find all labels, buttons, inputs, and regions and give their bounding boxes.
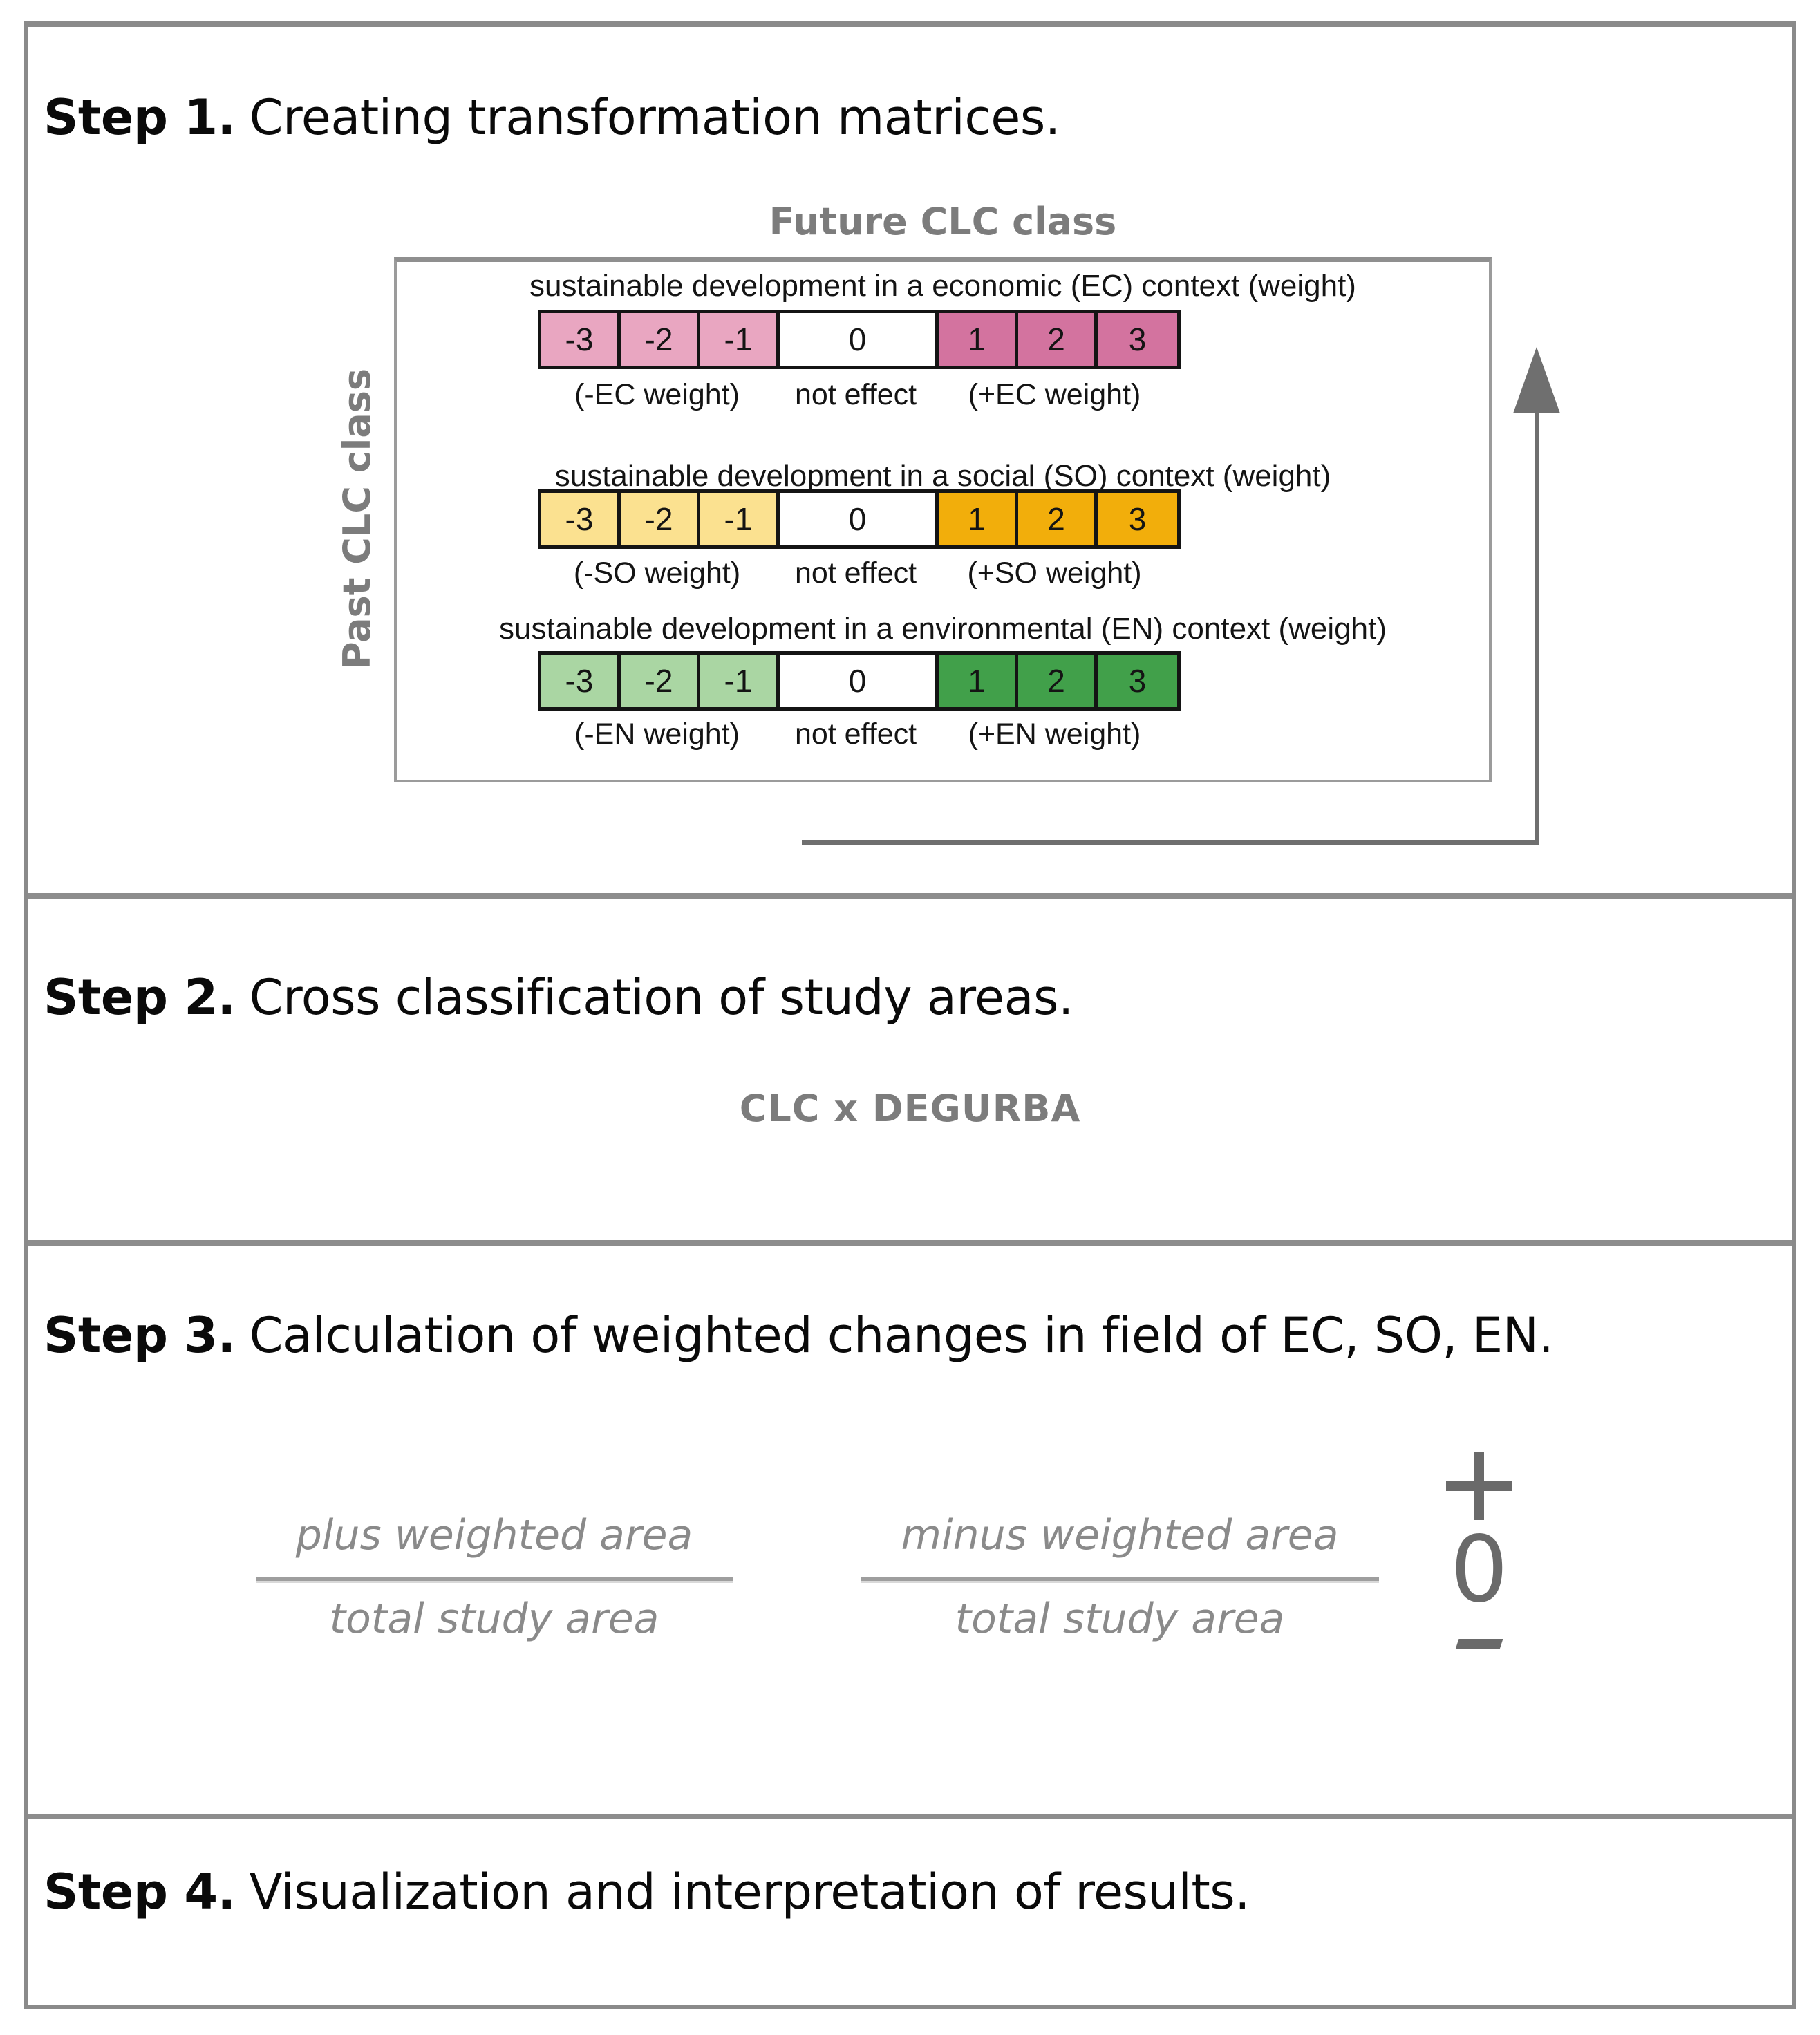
scale-cell: 2 bbox=[1018, 655, 1098, 707]
scale-cell: -1 bbox=[700, 655, 780, 707]
scale-cell: 3 bbox=[1098, 655, 1177, 707]
scale-cell: 3 bbox=[1098, 313, 1177, 366]
transformation-matrix-box: sustainable development in a economic (E… bbox=[394, 257, 1492, 782]
feedback-arrow-vertical bbox=[1535, 413, 1539, 845]
past-clc-axis-label: Past CLC class bbox=[335, 368, 379, 669]
cross-classification-formula: CLC x DEGURBA bbox=[739, 1087, 1081, 1130]
result-scale-signs: 0 bbox=[1424, 1452, 1535, 1649]
scale-cell: 2 bbox=[1018, 313, 1098, 366]
step2-title: Step 2.Cross classification of study are… bbox=[44, 970, 1073, 1024]
step3-title-text: Calculation of weighted changes in field… bbox=[249, 1307, 1554, 1364]
future-clc-axis-label: Future CLC class bbox=[769, 200, 1117, 243]
scale-cell: -2 bbox=[621, 493, 700, 545]
environmental-scale-labels: (-EN weight) not effect (+EN weight) bbox=[538, 718, 1174, 751]
economic-row-caption: sustainable development in a economic (E… bbox=[529, 269, 1356, 303]
scale-cell: 1 bbox=[939, 493, 1018, 545]
negative-weight-label: (-EN weight) bbox=[574, 718, 740, 751]
positive-weight-label: (+SO weight) bbox=[967, 556, 1142, 590]
scale-cell: 2 bbox=[1018, 493, 1098, 545]
fraction-numerator: plus weighted area bbox=[295, 1511, 693, 1559]
positive-weight-label: (+EC weight) bbox=[968, 378, 1141, 411]
step3-title-number: Step 3. bbox=[44, 1307, 236, 1364]
no-effect-label: not effect bbox=[794, 378, 917, 411]
scale-cell: 1 bbox=[939, 313, 1018, 366]
scale-cell: -2 bbox=[621, 655, 700, 707]
scale-cell: 0 bbox=[780, 313, 939, 366]
panel-step4: Step 4.Visualization and interpretation … bbox=[28, 1814, 1792, 2005]
negative-weight-label: (-SO weight) bbox=[573, 556, 741, 590]
step1-title-text: Creating transformation matrices. bbox=[249, 89, 1060, 146]
step4-title-number: Step 4. bbox=[44, 1864, 236, 1920]
plus-sign-icon bbox=[1445, 1452, 1513, 1520]
zero-sign: 0 bbox=[1450, 1517, 1508, 1623]
scale-cell: 3 bbox=[1098, 493, 1177, 545]
environmental-row-caption: sustainable development in a environment… bbox=[499, 612, 1387, 646]
fraction-numerator: minus weighted area bbox=[901, 1511, 1339, 1559]
step2-title-number: Step 2. bbox=[44, 969, 236, 1026]
social-row-caption: sustainable development in a social (SO)… bbox=[554, 459, 1331, 493]
step2-title-text: Cross classification of study areas. bbox=[249, 969, 1074, 1026]
step4-title-text: Visualization and interpretation of resu… bbox=[249, 1864, 1250, 1920]
flowchart-frame: Step 1.Creating transformation matrices.… bbox=[24, 21, 1796, 2009]
scale-cell: -3 bbox=[541, 493, 621, 545]
panel-step1: Step 1.Creating transformation matrices.… bbox=[28, 27, 1792, 893]
plus-weighted-fraction: plus weighted area total study area bbox=[256, 1511, 733, 1643]
minus-sign-icon bbox=[1455, 1639, 1503, 1649]
minus-weighted-fraction: minus weighted area total study area bbox=[861, 1511, 1379, 1643]
environmental-weight-scale: -3 -2 -1 0 1 2 3 bbox=[538, 651, 1181, 711]
social-weight-scale: -3 -2 -1 0 1 2 3 bbox=[538, 489, 1181, 549]
step3-title: Step 3.Calculation of weighted changes i… bbox=[44, 1307, 1554, 1364]
no-effect-label: not effect bbox=[794, 556, 917, 590]
economic-scale-labels: (-EC weight) not effect (+EC weight) bbox=[538, 378, 1174, 412]
past-clc-axis-label-wrap: Past CLC class bbox=[318, 283, 397, 753]
negative-weight-label: (-EC weight) bbox=[574, 378, 740, 411]
positive-weight-label: (+EN weight) bbox=[968, 718, 1141, 751]
feedback-arrow-head-icon bbox=[1513, 347, 1560, 413]
scale-cell: -3 bbox=[541, 655, 621, 707]
fraction-bar bbox=[861, 1577, 1379, 1581]
step1-title-number: Step 1. bbox=[44, 89, 236, 146]
plus-sign-vertical-bar bbox=[1474, 1452, 1484, 1520]
scale-cell: -1 bbox=[700, 313, 780, 366]
scale-cell: 0 bbox=[780, 493, 939, 545]
step4-title: Step 4.Visualization and interpretation … bbox=[44, 1865, 1250, 1919]
scale-cell: -1 bbox=[700, 493, 780, 545]
economic-weight-scale: -3 -2 -1 0 1 2 3 bbox=[538, 310, 1181, 369]
panel-step3: Step 3.Calculation of weighted changes i… bbox=[28, 1240, 1792, 1814]
social-scale-labels: (-SO weight) not effect (+SO weight) bbox=[538, 556, 1174, 590]
panel-step2: Step 2.Cross classification of study are… bbox=[28, 893, 1792, 1240]
fraction-bar bbox=[256, 1577, 733, 1581]
no-effect-label: not effect bbox=[794, 718, 917, 751]
step1-title: Step 1.Creating transformation matrices. bbox=[44, 91, 1060, 144]
scale-cell: -3 bbox=[541, 313, 621, 366]
scale-cell: 1 bbox=[939, 655, 1018, 707]
fraction-denominator: total study area bbox=[955, 1595, 1285, 1643]
scale-cell: -2 bbox=[621, 313, 700, 366]
fraction-denominator: total study area bbox=[329, 1595, 659, 1643]
feedback-arrow-horizontal bbox=[802, 840, 1539, 845]
scale-cell: 0 bbox=[780, 655, 939, 707]
